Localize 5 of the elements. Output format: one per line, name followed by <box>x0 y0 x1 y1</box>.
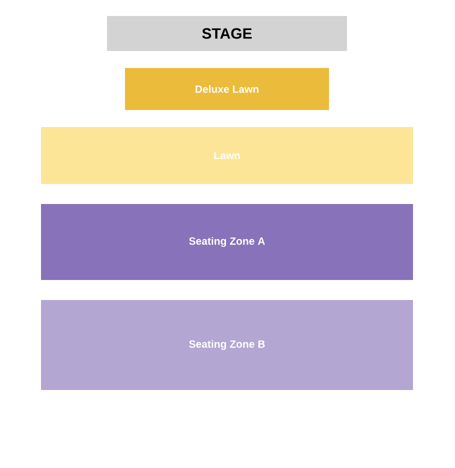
seating-section: Seating Zone A <box>41 204 413 280</box>
seating-section: Seating Zone B <box>41 300 413 390</box>
seating-section: Deluxe Lawn <box>125 68 329 110</box>
stage-area: STAGE <box>107 16 347 51</box>
seating-section: Lawn <box>41 127 413 184</box>
